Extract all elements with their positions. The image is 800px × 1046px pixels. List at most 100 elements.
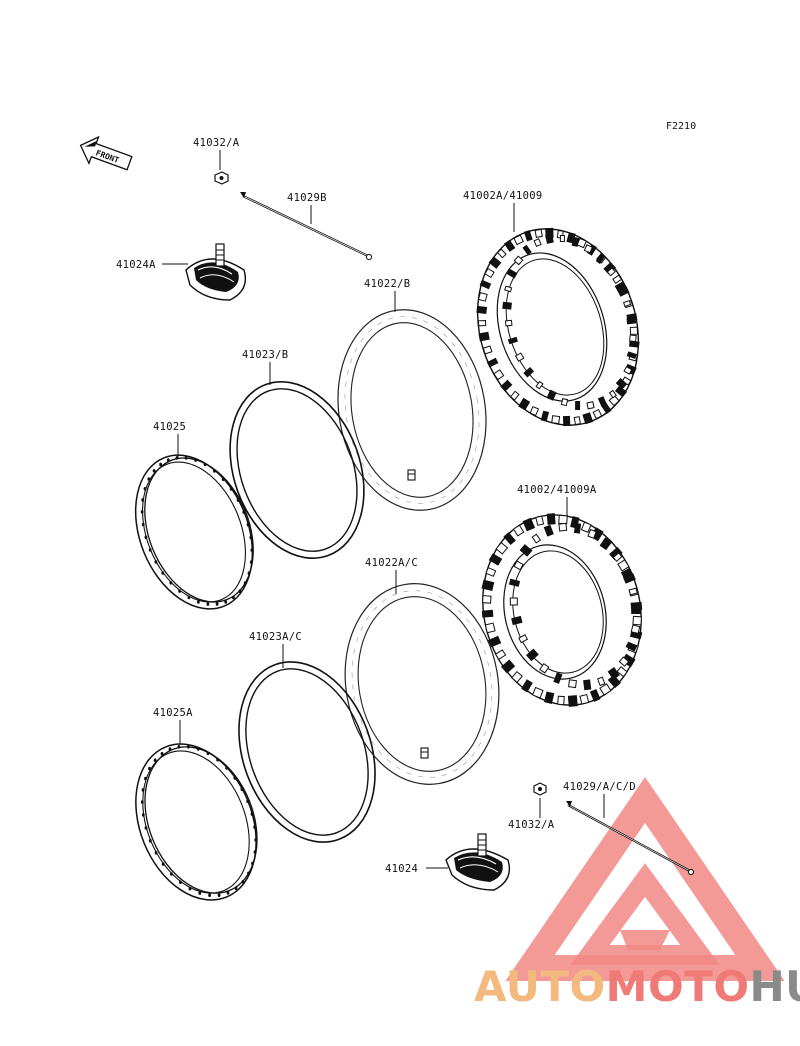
tire-knob — [535, 380, 544, 390]
spoke-hole — [241, 880, 245, 884]
spoke-hole — [243, 581, 247, 585]
tire-knob — [612, 552, 623, 563]
tire-knob — [485, 567, 497, 577]
spoke-hole — [206, 602, 210, 606]
spoke-hole — [168, 747, 172, 751]
tire-knob — [553, 672, 563, 684]
tire-knob — [513, 234, 524, 246]
spoke-hole — [238, 589, 242, 593]
tire-knob — [481, 579, 495, 592]
spoke-hole — [251, 861, 254, 866]
spoke-41029b — [240, 192, 373, 261]
spoke-hole — [141, 522, 145, 527]
spoke-hole — [236, 498, 240, 502]
spoke-hole — [159, 462, 163, 467]
tire-knob — [495, 541, 509, 555]
spoke-hole — [234, 886, 238, 891]
tire-knob — [630, 624, 641, 635]
watermark-auto: AUTO — [474, 962, 606, 1011]
label-41002a-41009: 41002A/41009 — [463, 190, 542, 202]
tire-knob — [523, 366, 535, 378]
tire-knob — [488, 256, 502, 269]
spoke-hole — [160, 751, 164, 756]
label-41029acd: 41029/A/C/D — [563, 781, 636, 793]
spoke-hole — [217, 893, 221, 897]
tire-knob — [618, 656, 630, 667]
tire-knob — [608, 389, 617, 399]
tube-41022b — [337, 309, 487, 511]
tire-knob — [568, 679, 577, 689]
tire-knob — [573, 416, 581, 426]
spoke-hole — [249, 535, 253, 540]
tire-knob — [617, 559, 630, 572]
tube-41022ac — [344, 583, 500, 785]
tire-knob — [557, 695, 565, 706]
label-41029b: 41029B — [287, 192, 327, 204]
tire-knob — [599, 537, 612, 551]
tire-knob — [607, 667, 620, 680]
nut-41032a-bottom — [533, 782, 547, 796]
tire-knob — [531, 686, 544, 699]
tire-knob — [482, 345, 493, 355]
spoke-hole — [154, 560, 158, 564]
tire-knob — [476, 305, 488, 314]
spoke-41029acd — [566, 801, 695, 876]
tire-knob — [606, 267, 616, 277]
spoke-hole — [249, 560, 253, 564]
tire-knob — [521, 679, 533, 693]
spoke-hole — [221, 477, 225, 482]
tire-knob — [632, 615, 643, 626]
label-41025a: 41025A — [153, 707, 193, 719]
spoke-hole — [196, 747, 200, 751]
tire-knob — [558, 522, 568, 532]
tire-knob — [629, 326, 639, 335]
tire-knob — [522, 244, 532, 256]
tire-knob — [628, 587, 638, 596]
spoke-hole — [233, 776, 237, 780]
tire-knob — [614, 281, 626, 293]
spoke-hole — [246, 799, 250, 804]
spoke-hole — [253, 825, 257, 829]
spoke-hole — [208, 893, 212, 897]
tire-knob — [599, 683, 612, 696]
spoke-hole — [215, 602, 219, 606]
spoke-hole — [187, 595, 191, 600]
tire-knob — [622, 300, 632, 307]
tire-knob — [612, 274, 623, 285]
spoke-hole — [226, 891, 230, 895]
label-41023b: 41023/B — [242, 349, 288, 361]
watermark-hub: HUB — [750, 962, 800, 1011]
spoke-hole — [148, 548, 152, 552]
spoke-hole — [247, 871, 250, 876]
tire-knob — [500, 379, 513, 392]
spoke-hole — [148, 838, 152, 843]
tire-knob — [620, 567, 633, 579]
spoke-hole — [170, 872, 173, 876]
tire-knob — [614, 385, 628, 398]
tire-knob — [484, 267, 495, 279]
tire-knob — [623, 366, 633, 375]
spoke-hole — [179, 880, 182, 885]
spoke-hole — [232, 595, 235, 600]
label-41022b: 41022/B — [364, 278, 410, 290]
spoke-hole — [143, 487, 147, 491]
label-41024a: 41024A — [116, 259, 156, 271]
label-41024: 41024 — [385, 863, 418, 875]
tire-knob — [579, 693, 590, 705]
tire-knob — [481, 609, 494, 618]
spoke-hole — [153, 758, 157, 762]
watermark-logo-icon — [505, 776, 785, 981]
spoke-hole — [161, 571, 165, 575]
tire-knob — [573, 522, 582, 534]
tire-knob — [567, 695, 578, 707]
tire-knob — [509, 390, 520, 401]
spoke-hole — [213, 469, 216, 473]
spoke-hole — [247, 571, 251, 575]
tire-knob — [523, 230, 533, 242]
figure-code: F2210 — [666, 121, 696, 132]
rim-41025 — [134, 454, 254, 610]
tire-knob — [546, 389, 557, 401]
tire-knob — [629, 334, 637, 343]
tire-knob — [493, 369, 505, 381]
